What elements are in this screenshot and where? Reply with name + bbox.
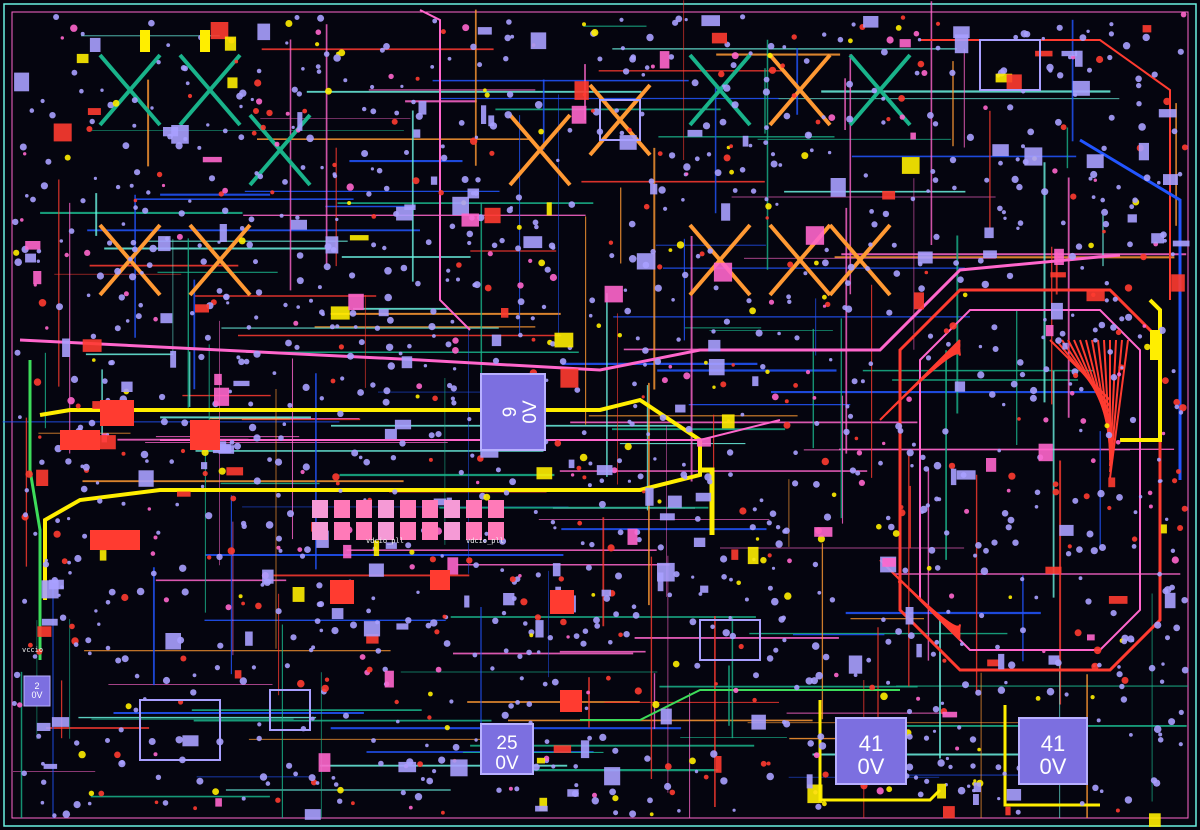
pcb-artwork xyxy=(2,0,1197,827)
pcb-layout-canvas[interactable]: 9 0V 25 0V 41 0V 41 0V 2 0V vdcio_pll vd… xyxy=(0,0,1200,830)
